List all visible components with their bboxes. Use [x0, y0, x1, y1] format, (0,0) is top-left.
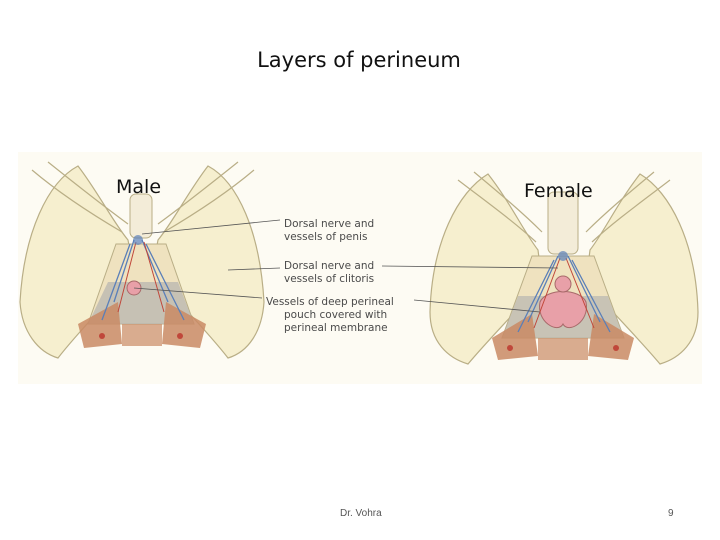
- callout-text-line: vessels of clitoris: [284, 273, 375, 285]
- callout-text-line: perineal membrane: [284, 322, 388, 334]
- male-label: Male: [116, 176, 162, 198]
- callout-text-line: Dorsal nerve and: [284, 218, 375, 230]
- callout-dorsal-nerve-clitoris: Dorsal nerve and vessels of clitoris: [284, 260, 374, 286]
- callout-dorsal-nerve-penis: Dorsal nerve and vessels of penis: [284, 218, 374, 244]
- callout-deep-perineal-vessels: Vessels of deep perineal pouch covered w…: [266, 296, 394, 335]
- female-label: Female: [524, 180, 593, 202]
- page-number: 9: [668, 508, 674, 519]
- female-pelvis-drawing: [429, 171, 699, 365]
- callout-text-line: vessels of penis: [284, 231, 368, 243]
- callout-leader-lines: [133, 219, 559, 313]
- slide-title: Layers of perineum: [257, 48, 461, 72]
- callout-text-line: Vessels of deep perineal: [266, 296, 394, 308]
- callout-text-line: pouch covered with: [284, 309, 388, 321]
- footer-author: Dr. Vohra: [340, 508, 382, 519]
- callout-text-line: Dorsal nerve and: [284, 260, 375, 272]
- male-pelvis-drawing: [19, 161, 265, 359]
- perineum-illustration: Male Female Dorsal nerve and vessels of …: [18, 152, 702, 384]
